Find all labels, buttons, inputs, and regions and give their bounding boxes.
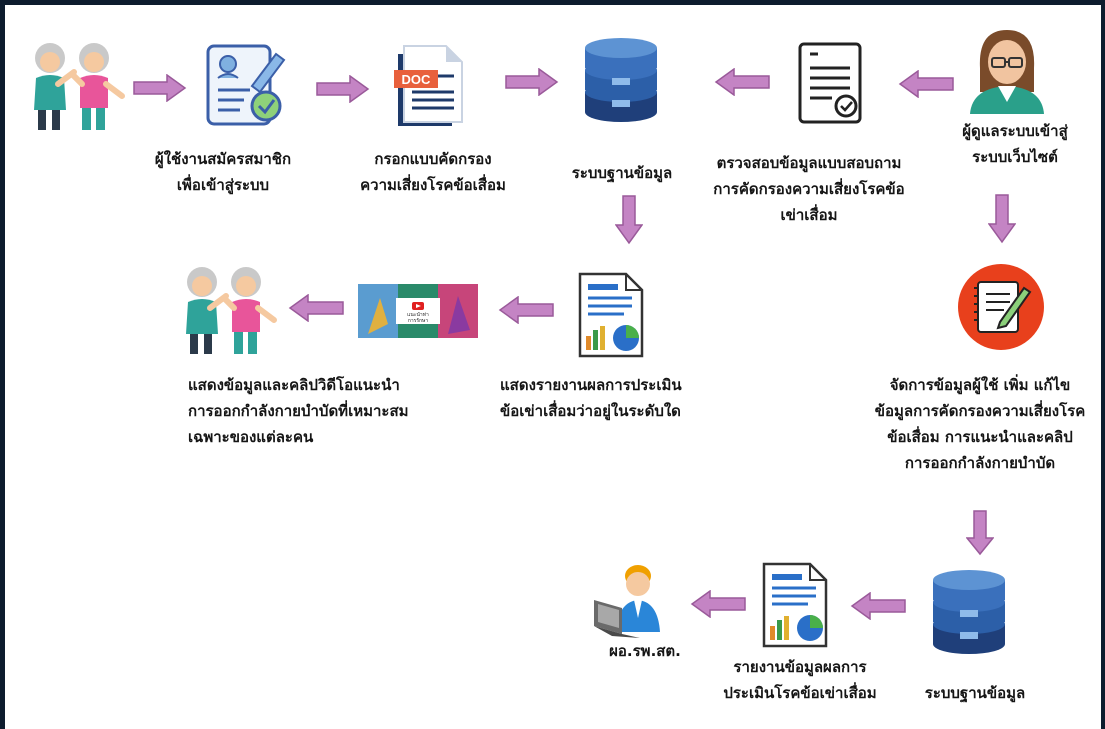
label-show-report: แสดงรายงานผลการประเมิน ข้อเข่าเสื่อมว่าอ… (500, 372, 730, 424)
arrow-down-1 (615, 195, 643, 245)
label-database-bottom: ระบบฐานข้อมูล (900, 680, 1050, 706)
arrow-left-2 (898, 70, 954, 98)
label-manage-line2: ข้อมูลการคัดกรองความเสี่ยงโรค (874, 402, 1086, 420)
arrow-left-3 (288, 294, 344, 322)
frame-border-top (0, 0, 1105, 5)
label-report-bottom: รายงานข้อมูลผลการ ประเมินโรคข้อเข่าเสื่อ… (700, 654, 900, 706)
label-verify-line3: เข่าเสื่อม (780, 206, 838, 224)
elderly-couple-icon-2 (174, 262, 282, 358)
label-admin: ผู้ดูแลระบบเข้าสู่ ระบบเว็บไซต์ (940, 118, 1090, 170)
arrow-left-1 (714, 68, 770, 96)
arrow-down-3 (966, 510, 994, 556)
arrow-left-6 (850, 592, 906, 620)
label-screening-form-line2: ความเสี่ยงโรคข้อเสื่อม (360, 176, 506, 194)
doc-file-icon: DOC (390, 42, 470, 132)
label-register-line1: ผู้ใช้งานสมัครสมาชิก (154, 150, 292, 168)
director-laptop-icon (592, 560, 672, 638)
arrow-right-2 (316, 75, 370, 103)
admin-woman-icon (962, 22, 1052, 114)
label-database-top-line1: ระบบฐานข้อมูล (571, 164, 673, 182)
label-verify-line2: การคัดกรองความเสี่ยงโรคข้อ (713, 180, 905, 198)
video-thumb-line2: การรักษา (408, 318, 429, 324)
label-report-bottom-line1: รายงานข้อมูลผลการ (733, 658, 867, 676)
arrow-left-5 (690, 590, 746, 618)
label-database-bottom-line1: ระบบฐานข้อมูล (924, 684, 1026, 702)
video-thumbnail-icon: แนะนำท่า การรักษา (358, 284, 478, 338)
label-verify-line1: ตรวจสอบข้อมูลแบบสอบถาม (716, 154, 902, 172)
label-manage-line1: จัดการข้อมูลผู้ใช้ เพิ่ม แก้ไข (889, 376, 1071, 394)
label-director: ผอ.รพ.สต. (590, 638, 700, 664)
label-admin-line1: ผู้ดูแลระบบเข้าสู่ (962, 122, 1068, 140)
arrow-down-2 (988, 194, 1016, 244)
label-show-report-line2: ข้อเข่าเสื่อมว่าอยู่ในระดับใด (500, 402, 681, 420)
label-show-video: แสดงข้อมูลและคลิปวิดีโอแนะนำ การออกกำลัง… (188, 372, 458, 450)
registration-form-icon (200, 40, 290, 130)
label-show-video-line1: แสดงข้อมูลและคลิปวิดีโอแนะนำ (188, 376, 400, 394)
doc-badge: DOC (402, 72, 432, 87)
label-director-line1: ผอ.รพ.สต. (609, 642, 681, 660)
label-database-top: ระบบฐานข้อมูล (552, 160, 692, 186)
label-manage: จัดการข้อมูลผู้ใช้ เพิ่ม แก้ไข ข้อมูลการ… (860, 372, 1100, 476)
elderly-couple-icon (22, 38, 130, 134)
label-verify: ตรวจสอบข้อมูลแบบสอบถาม การคัดกรองความเสี… (694, 150, 924, 228)
label-manage-line3: ข้อเสื่อม การแนะนำและคลิป (887, 428, 1073, 446)
label-register-line2: เพื่อเข้าสู่ระบบ (176, 176, 270, 194)
label-manage-line4: การออกกำลังกายบำบัด (904, 454, 1056, 472)
arrow-right-3 (505, 68, 559, 96)
label-show-video-line3: เฉพาะของแต่ละคน (188, 428, 314, 446)
checklist-document-icon (796, 40, 866, 126)
report-chart-icon-2 (760, 560, 830, 650)
report-chart-icon (576, 270, 646, 360)
label-show-report-line1: แสดงรายงานผลการประเมิน (500, 376, 682, 394)
video-thumb-line1: แนะนำท่า (407, 312, 429, 318)
database-icon-top (582, 34, 660, 126)
label-screening-form: กรอกแบบคัดกรอง ความเสี่ยงโรคข้อเสื่อม (338, 146, 528, 198)
label-admin-line2: ระบบเว็บไซต์ (972, 148, 1058, 166)
edit-notepad-icon (956, 262, 1046, 352)
label-register: ผู้ใช้งานสมัครสมาชิก เพื่อเข้าสู่ระบบ (138, 146, 308, 198)
frame-border-right (1101, 0, 1105, 729)
database-icon-bottom (930, 566, 1008, 658)
label-show-video-line2: การออกกำลังกายบำบัดที่เหมาะสม (188, 402, 409, 420)
label-report-bottom-line2: ประเมินโรคข้อเข่าเสื่อม (723, 684, 877, 702)
arrow-right-1 (133, 74, 187, 102)
frame-border-left (0, 0, 5, 729)
arrow-left-4 (498, 296, 554, 324)
label-screening-form-line1: กรอกแบบคัดกรอง (374, 150, 492, 168)
